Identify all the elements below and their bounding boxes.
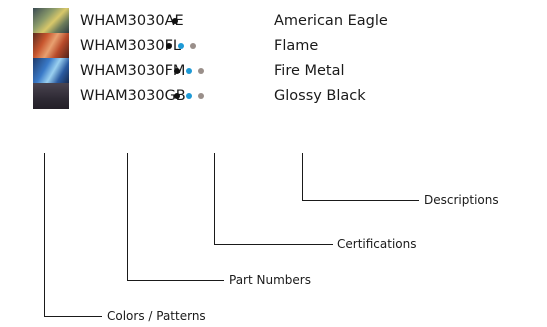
certification-dot bbox=[174, 68, 180, 74]
product-row: WHAM3030AE American Eagle bbox=[33, 8, 433, 34]
certification-dot bbox=[186, 93, 192, 99]
flame-swatch bbox=[33, 33, 69, 59]
certification-dot bbox=[198, 68, 204, 74]
colors-patterns-leader-line bbox=[44, 153, 102, 317]
colors-patterns-label: Colors / Patterns bbox=[107, 309, 206, 323]
product-row: WHAM3030GB Glossy Black bbox=[33, 83, 433, 109]
description: Fire Metal bbox=[274, 63, 345, 79]
certification-dot bbox=[178, 43, 184, 49]
part-number: WHAM3030AE bbox=[80, 13, 184, 29]
certification-dot bbox=[186, 68, 192, 74]
certification-dot bbox=[166, 43, 172, 49]
part-numbers-leader-line bbox=[127, 153, 224, 281]
part-number: WHAM3030FM bbox=[80, 63, 186, 79]
descriptions-leader-line bbox=[302, 153, 419, 201]
product-row: WHAM3030FM Fire Metal bbox=[33, 58, 433, 84]
certification-dot bbox=[174, 93, 180, 99]
description: Glossy Black bbox=[274, 88, 366, 104]
glossy-black-swatch bbox=[33, 83, 69, 109]
certification-dot bbox=[198, 93, 204, 99]
certifications-label: Certifications bbox=[337, 237, 417, 251]
part-numbers-label: Part Numbers bbox=[229, 273, 311, 287]
fire-metal-swatch bbox=[33, 58, 69, 84]
certification-dot bbox=[190, 43, 196, 49]
descriptions-label: Descriptions bbox=[424, 193, 499, 207]
certification-dot bbox=[172, 18, 178, 24]
product-row: WHAM3030FL Flame bbox=[33, 33, 433, 59]
part-number: WHAM3030GB bbox=[80, 88, 186, 104]
part-number: WHAM3030FL bbox=[80, 38, 181, 54]
american-eagle-swatch bbox=[33, 8, 69, 34]
description: Flame bbox=[274, 38, 319, 54]
description: American Eagle bbox=[274, 13, 388, 29]
certifications-leader-line bbox=[214, 153, 333, 245]
